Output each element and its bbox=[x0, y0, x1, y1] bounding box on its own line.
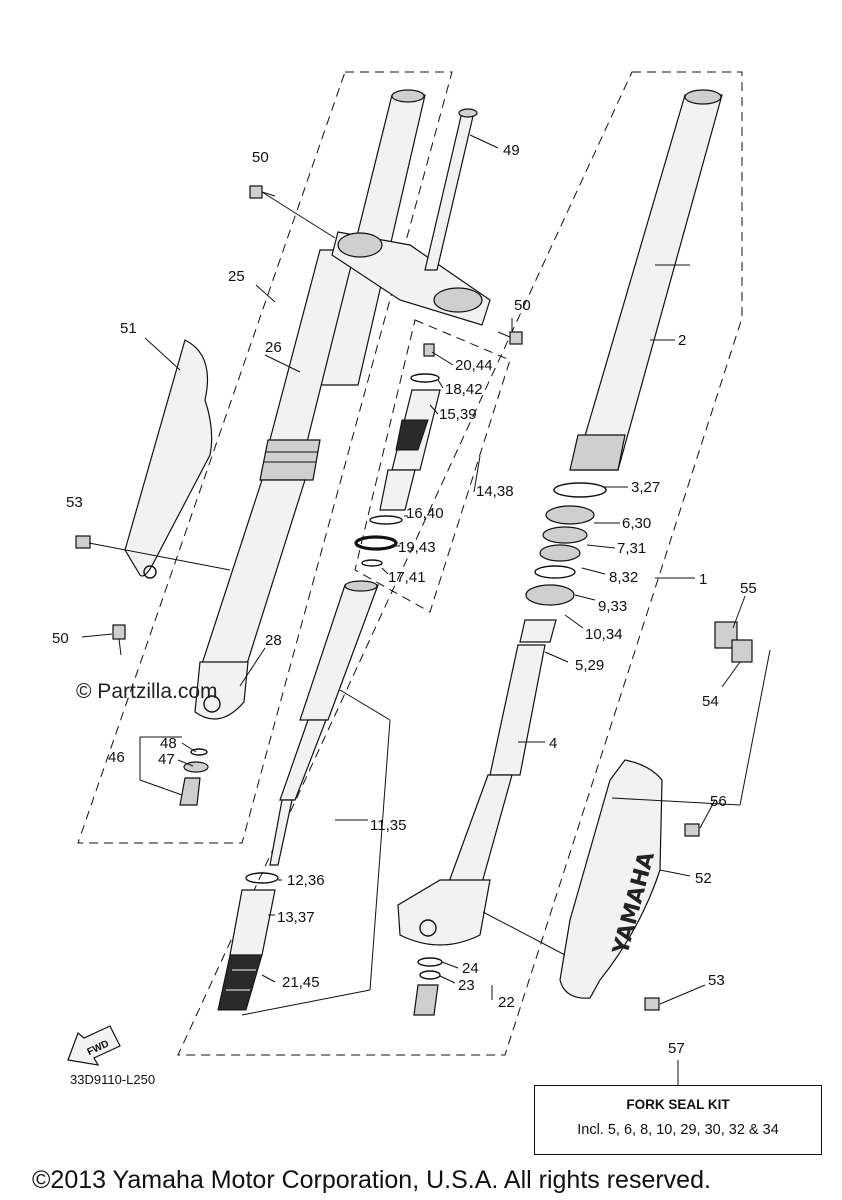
drain-bolt-46 bbox=[179, 748, 209, 806]
callout-13-37: 13,37 bbox=[277, 909, 315, 926]
callout-16-40: 16,40 bbox=[406, 505, 444, 522]
callout-53-left: 53 bbox=[66, 494, 83, 511]
callout-24: 24 bbox=[462, 960, 479, 977]
callout-50-left: 50 bbox=[52, 630, 69, 647]
triple-clamp bbox=[331, 108, 491, 326]
callout-47: 47 bbox=[158, 751, 175, 768]
watermark: © Partzilla.com bbox=[76, 680, 218, 703]
callout-5-29: 5,29 bbox=[575, 657, 604, 674]
callout-49: 49 bbox=[503, 142, 520, 159]
callout-55: 55 bbox=[740, 580, 757, 597]
callout-17-41: 17,41 bbox=[388, 569, 426, 586]
callout-50-top: 50 bbox=[252, 149, 269, 166]
callout-8-32: 8,32 bbox=[609, 569, 638, 586]
callout-22: 22 bbox=[498, 994, 515, 1011]
callout-25: 25 bbox=[228, 268, 245, 285]
callout-1: 1 bbox=[699, 571, 707, 588]
callout-28: 28 bbox=[265, 632, 282, 649]
callout-51: 51 bbox=[120, 320, 137, 337]
fwd-arrow-icon: FWD bbox=[67, 1025, 121, 1066]
callout-21-45: 21,45 bbox=[282, 974, 320, 991]
callout-23: 23 bbox=[458, 977, 475, 994]
callout-12-36: 12,36 bbox=[287, 872, 325, 889]
bracket-55-54 bbox=[714, 621, 753, 663]
copyright-notice: ©2013 Yamaha Motor Corporation, U.S.A. A… bbox=[32, 1166, 711, 1194]
callout-15-39: 15,39 bbox=[439, 406, 477, 423]
center-damper-rod bbox=[217, 580, 379, 1011]
callout-2: 2 bbox=[678, 332, 686, 349]
callout-11-35: 11,35 bbox=[370, 817, 406, 834]
callout-56: 56 bbox=[710, 793, 727, 810]
fork-guard-right bbox=[559, 759, 663, 999]
damper-parts bbox=[354, 343, 441, 567]
callout-19-43: 19,43 bbox=[398, 539, 436, 556]
callout-20-44: 20,44 bbox=[455, 357, 493, 374]
kit-title: FORK SEAL KIT bbox=[626, 1097, 730, 1112]
leader-lines bbox=[81, 134, 771, 1085]
callout-14-38: 14,38 bbox=[476, 483, 514, 500]
kit-description: Incl. 5, 6, 8, 10, 29, 30, 32 & 34 bbox=[577, 1122, 779, 1138]
callout-labels: 50 49 25 26 51 50 20,44 18,42 15,39 2 14… bbox=[52, 142, 757, 1057]
callout-10-34: 10,34 bbox=[585, 626, 623, 643]
bolt-icons bbox=[112, 185, 523, 656]
callout-26: 26 bbox=[265, 339, 282, 356]
callout-46: 46 bbox=[108, 749, 125, 766]
callout-48: 48 bbox=[160, 735, 177, 752]
right-fork-assembly bbox=[397, 89, 723, 1016]
callout-18-42: 18,42 bbox=[445, 381, 483, 398]
callout-6-30: 6,30 bbox=[622, 515, 651, 532]
callout-9-33: 9,33 bbox=[598, 598, 627, 615]
fork-guard-left bbox=[124, 339, 213, 577]
damper-assembly-boundary bbox=[354, 319, 511, 613]
callout-7-31: 7,31 bbox=[617, 540, 646, 557]
callout-57: 57 bbox=[668, 1040, 685, 1057]
diagram-code: 33D9110-L250 bbox=[70, 1072, 156, 1087]
callout-54: 54 bbox=[702, 693, 719, 710]
callout-3-27: 3,27 bbox=[631, 479, 660, 496]
callout-53-right: 53 bbox=[708, 972, 725, 989]
callout-52: 52 bbox=[695, 870, 712, 887]
fork-seal-kit-box: FORK SEAL KIT Incl. 5, 6, 8, 10, 29, 30,… bbox=[534, 1085, 822, 1155]
callout-4: 4 bbox=[549, 735, 557, 752]
left-assembly-boundary bbox=[77, 71, 453, 844]
callout-50-clamp: 50 bbox=[514, 297, 531, 314]
